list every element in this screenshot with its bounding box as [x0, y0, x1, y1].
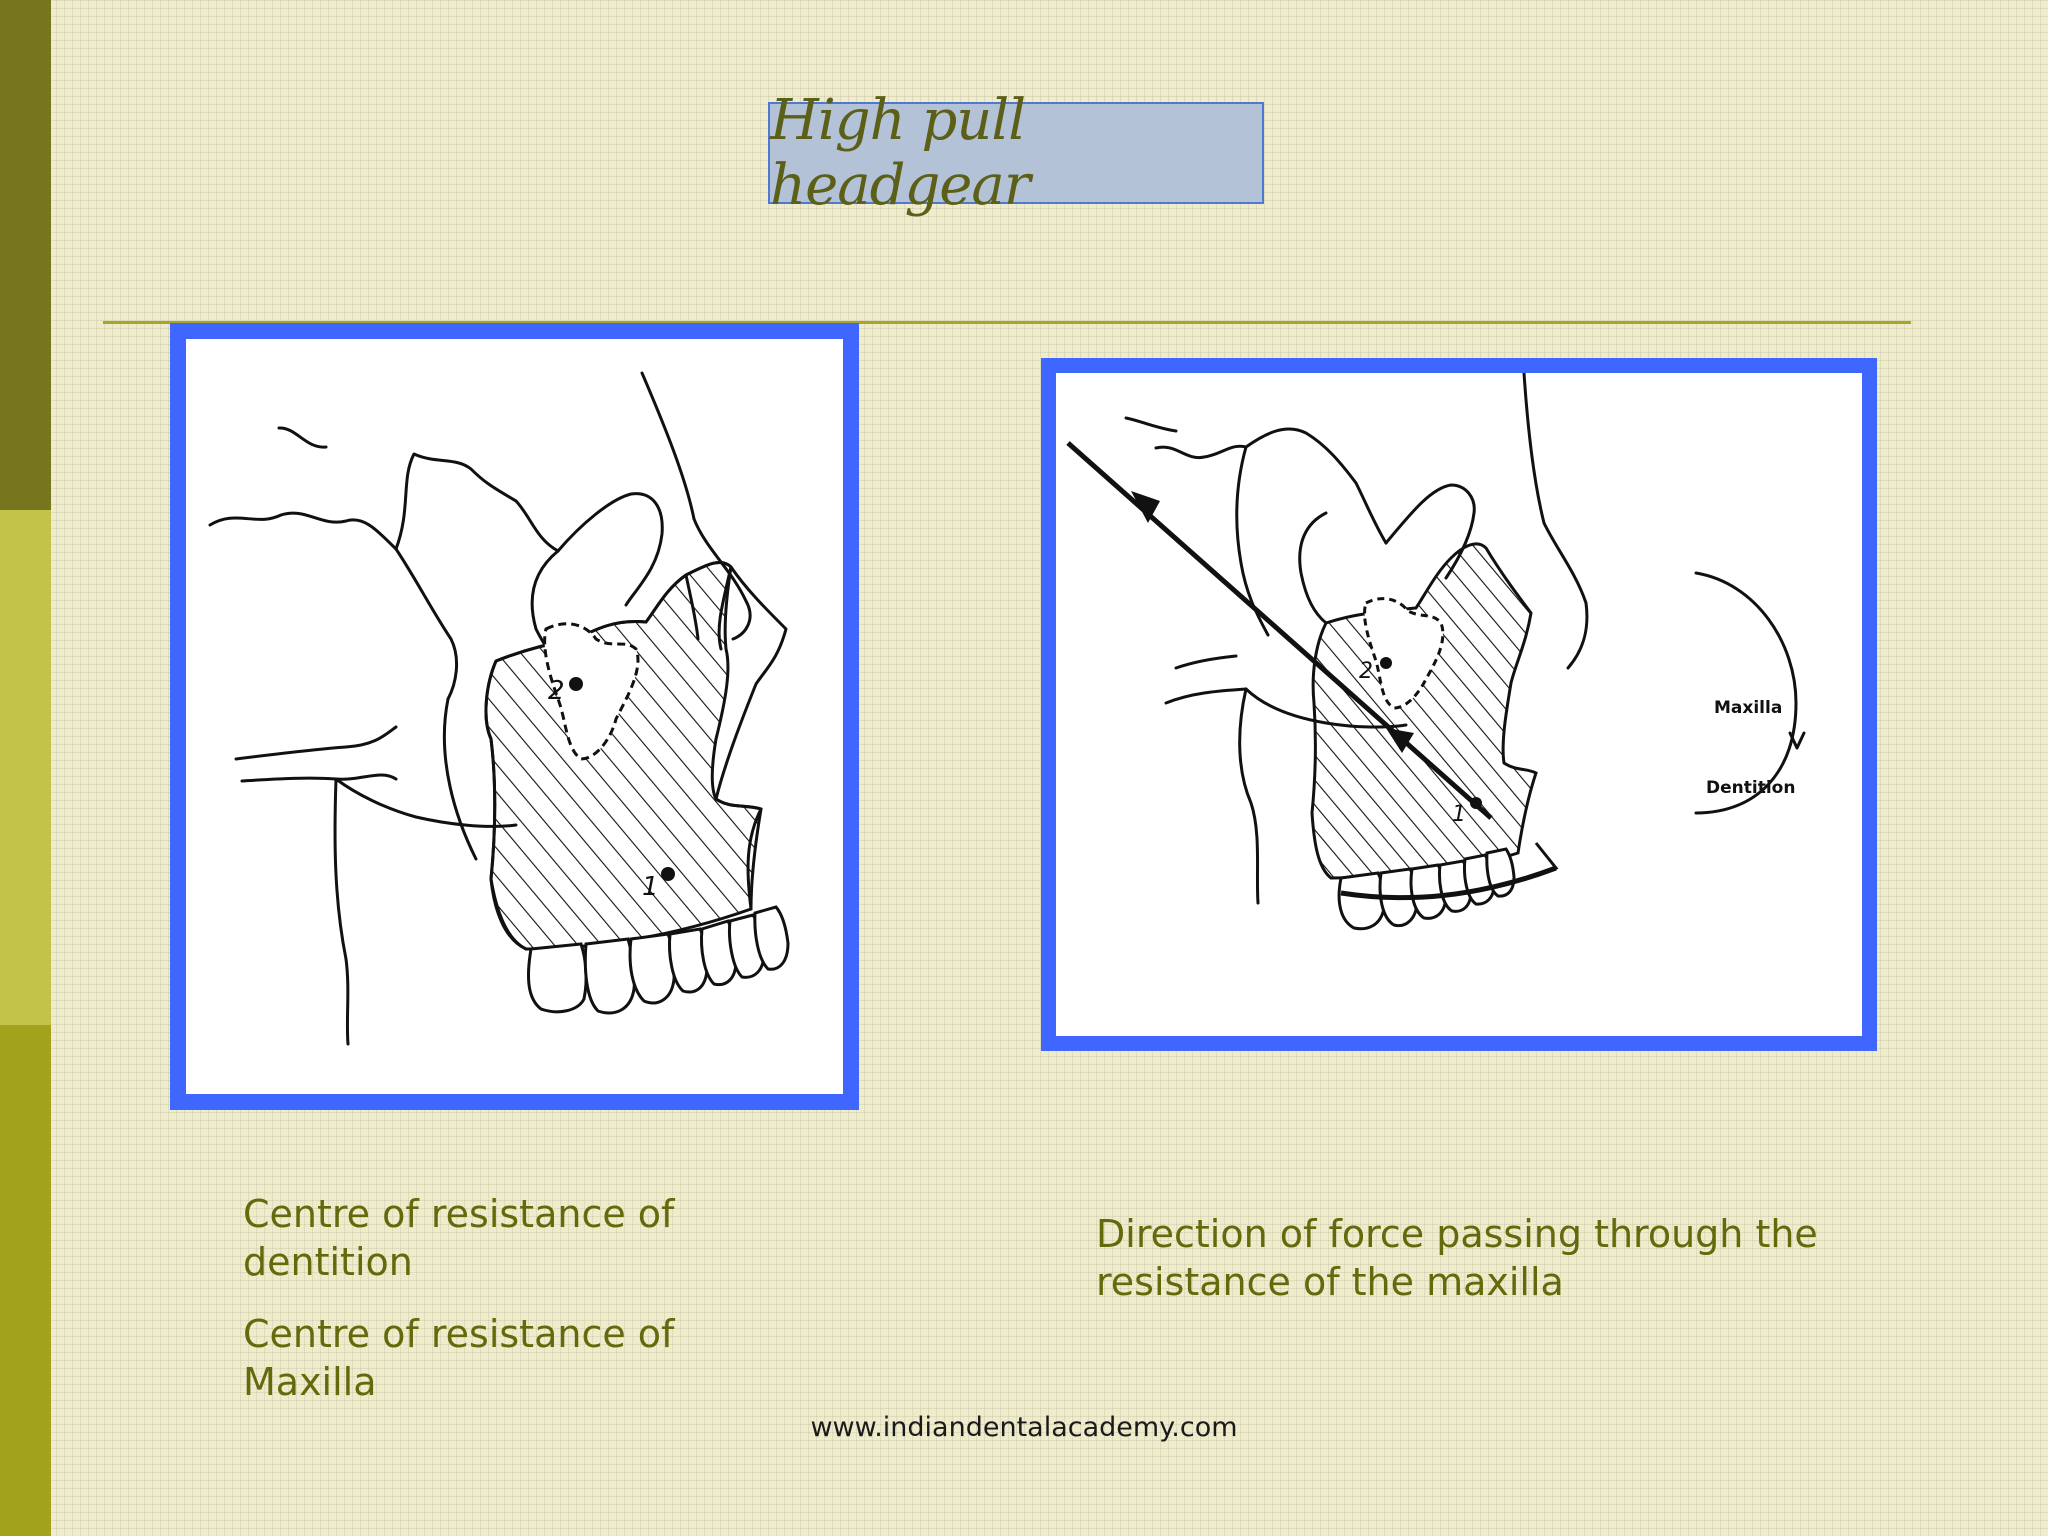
maxilla-diagram-left: 2 1 [208, 371, 790, 1046]
resistance-point-1 [661, 867, 675, 881]
slide-title: High pull headgear [770, 88, 1031, 218]
title-divider [103, 321, 1911, 324]
side-bar-bottom [0, 1025, 51, 1536]
label-maxilla: Maxilla [1714, 698, 1782, 718]
side-bar-top [0, 0, 51, 510]
footer-url: www.indiandentalacademy.com [810, 1412, 1238, 1443]
figure-direction-of-force: 2 1 Maxilla Dentition [1041, 358, 1877, 1051]
figure-centre-of-resistance: 2 1 [170, 323, 859, 1110]
caption-force: Direction of force passing through the r… [1096, 1212, 1818, 1304]
svg-text:1: 1 [642, 872, 659, 902]
resistance-point-2-right [1380, 657, 1392, 669]
maxilla-diagram-right: 2 1 Maxilla Dentition [1066, 373, 1806, 931]
side-bar-middle [0, 510, 51, 1025]
resistance-point-2 [569, 677, 583, 691]
title-box: High pull headgear [768, 88, 1264, 218]
svg-text:1: 1 [1452, 802, 1466, 827]
svg-text:2: 2 [1359, 659, 1373, 684]
resistance-point-1-right [1470, 797, 1482, 809]
caption-dentition: Centre of resistance of dentition [243, 1192, 675, 1284]
caption-maxilla: Centre of resistance of Maxilla [243, 1312, 675, 1404]
label-dentition: Dentition [1706, 778, 1795, 798]
svg-text:2: 2 [548, 676, 565, 706]
